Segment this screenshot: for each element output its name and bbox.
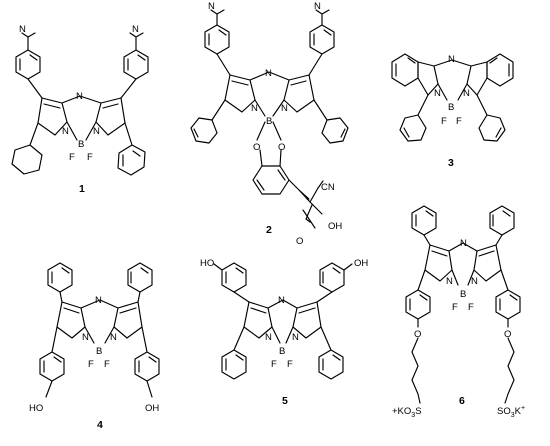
compound-6-atom-b: B xyxy=(460,289,466,300)
compound-2-acid-o: O xyxy=(296,236,303,247)
compound-1-atom-f1: F xyxy=(69,152,75,163)
compound-3-atom-n-right: N xyxy=(463,88,470,99)
compound-2-acid-oh: OH xyxy=(328,221,342,232)
compound-5-atom-f2: F xyxy=(287,359,293,370)
compound-2-atom-n-right: N xyxy=(314,1,321,12)
compound-2-atom-o2: O xyxy=(278,142,285,153)
compound-5 xyxy=(213,262,353,380)
compound-1-atom-f2: F xyxy=(87,152,93,163)
compound-2-atom-o1: O xyxy=(253,142,260,153)
compound-1-atom-n-core-left: N xyxy=(62,126,69,137)
compound-2-atom-b: B xyxy=(266,116,272,127)
compound-2 xyxy=(190,9,349,229)
compound-1-atom-bridge-n: N xyxy=(76,91,83,102)
compound-6-label: 6 xyxy=(459,395,465,407)
compound-4-atom-f1: F xyxy=(88,359,94,370)
compound-3-atom-n-left: N xyxy=(434,88,441,99)
compound-4-atom-n-right: N xyxy=(110,332,117,343)
compound-6-sulfonate-right: SO3K+ xyxy=(497,405,525,419)
compound-5-atom-n-right: N xyxy=(292,332,299,343)
compound-2-atom-bridge-n: N xyxy=(265,68,272,79)
compound-5-atom-bridge-n: N xyxy=(278,295,285,306)
compound-3-atom-f2: F xyxy=(456,116,462,127)
compound-2-atom-n-left: N xyxy=(208,1,215,12)
compound-4-hydroxy-left: HO xyxy=(29,403,43,414)
compound-2-label: 2 xyxy=(266,224,272,236)
compound-4-atom-bridge-n: N xyxy=(95,295,102,306)
compound-4-atom-n-left: N xyxy=(82,332,89,343)
compound-3-atom-b: B xyxy=(448,102,454,113)
compound-1-atom-n-right: N xyxy=(132,24,139,35)
compound-1-label: 1 xyxy=(79,183,85,195)
compound-6 xyxy=(405,205,521,404)
compound-6-atom-n-left: N xyxy=(446,276,453,287)
compound-4-hydroxy-right: OH xyxy=(145,403,159,414)
compound-4-atom-f2: F xyxy=(104,359,110,370)
compound-5-atom-b: B xyxy=(279,346,285,357)
compound-6-ether-o-left: O xyxy=(414,329,421,340)
compound-4 xyxy=(39,262,160,398)
compound-5-hydroxy-right: OH xyxy=(354,258,368,269)
compound-6-ether-o-right: O xyxy=(504,329,511,340)
compound-1-atom-b: B xyxy=(78,139,84,150)
compound-2-nitrile: CN xyxy=(321,182,335,193)
compound-3-atom-bridge-n: N xyxy=(448,54,455,65)
compound-4-label: 4 xyxy=(97,419,103,431)
compound-5-atom-f1: F xyxy=(271,359,277,370)
compound-3 xyxy=(391,53,514,142)
compound-2-atom-n-core-right: N xyxy=(281,103,288,114)
compound-1 xyxy=(11,32,149,176)
compound-3-atom-f1: F xyxy=(441,116,447,127)
compound-5-hydroxy-left: HO xyxy=(200,258,214,269)
compound-1-atom-n-left: N xyxy=(19,24,26,35)
compound-4-atom-b: B xyxy=(96,346,102,357)
compound-5-label: 5 xyxy=(282,395,288,407)
compound-6-sulfonate-left: +KO3S xyxy=(392,406,422,419)
compound-2-atom-n-core-left: N xyxy=(251,103,258,114)
compound-6-atom-f2: F xyxy=(468,302,474,313)
compound-1-atom-n-core-right: N xyxy=(93,126,100,137)
compound-3-label: 3 xyxy=(448,157,454,169)
compound-5-atom-n-left: N xyxy=(265,332,272,343)
compound-6-atom-f1: F xyxy=(452,302,458,313)
compound-6-atom-bridge-n: N xyxy=(460,238,467,249)
compound-6-atom-n-right: N xyxy=(471,276,478,287)
